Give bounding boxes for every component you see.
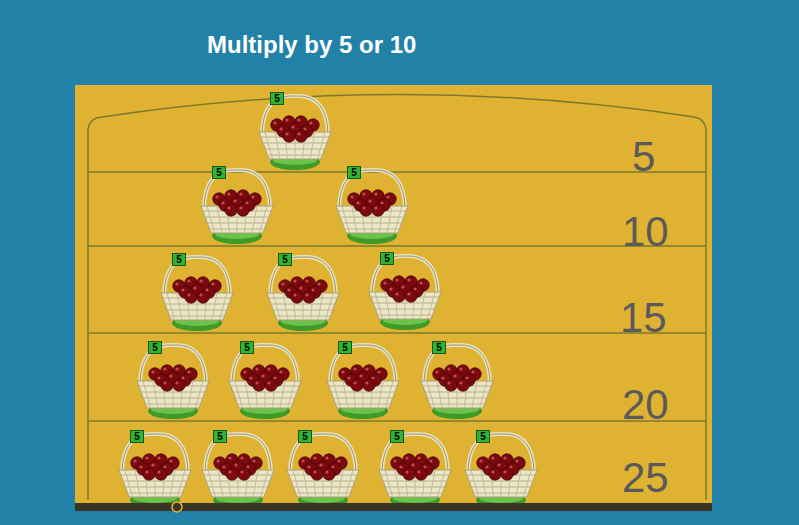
progress-knob [172, 502, 182, 512]
tag-number: 5 [213, 167, 225, 178]
number-tag: 5 [347, 166, 361, 179]
tag-number: 5 [214, 431, 226, 442]
basket [369, 256, 441, 330]
tag-number: 5 [391, 431, 403, 442]
tag-number: 5 [149, 342, 161, 353]
row-total: 25 [622, 455, 669, 501]
number-tag: 5 [240, 341, 254, 354]
basket [202, 434, 274, 508]
basket [229, 345, 301, 419]
row-total: 15 [620, 295, 667, 341]
basket [259, 96, 331, 170]
basket [336, 170, 408, 244]
tag-number: 5 [477, 431, 489, 442]
number-tag: 5 [212, 166, 226, 179]
basket [119, 434, 191, 508]
basket [201, 170, 273, 244]
basket [137, 345, 209, 419]
number-tag: 5 [476, 430, 490, 443]
tag-number: 5 [348, 167, 360, 178]
basket [267, 257, 339, 331]
number-tag: 5 [338, 341, 352, 354]
basket [421, 345, 493, 419]
progress-bar [75, 503, 712, 511]
row-total: 20 [622, 382, 669, 428]
basket [287, 434, 359, 508]
tag-number: 5 [279, 254, 291, 265]
number-tag: 5 [148, 341, 162, 354]
basket [465, 434, 537, 508]
number-tag: 5 [390, 430, 404, 443]
number-tag: 5 [380, 252, 394, 265]
number-tag: 5 [130, 430, 144, 443]
tag-number: 5 [433, 342, 445, 353]
basket [161, 257, 233, 331]
panel-outline [88, 95, 706, 501]
row-total: 5 [632, 134, 655, 180]
number-tag: 5 [298, 430, 312, 443]
tag-number: 5 [241, 342, 253, 353]
tag-number: 5 [381, 253, 393, 264]
row-lines [88, 172, 706, 421]
page-title: Multiply by 5 or 10 [207, 31, 416, 59]
tag-number: 5 [339, 342, 351, 353]
number-tag: 5 [270, 92, 284, 105]
number-tag: 5 [172, 253, 186, 266]
row-total: 10 [622, 209, 669, 255]
panel [75, 85, 712, 511]
baskets [119, 96, 537, 508]
number-tag: 5 [213, 430, 227, 443]
number-tag: 5 [432, 341, 446, 354]
tag-number: 5 [271, 93, 283, 104]
number-tag: 5 [278, 253, 292, 266]
tag-number: 5 [173, 254, 185, 265]
basket [379, 434, 451, 508]
tag-number: 5 [131, 431, 143, 442]
basket [327, 345, 399, 419]
tag-number: 5 [299, 431, 311, 442]
